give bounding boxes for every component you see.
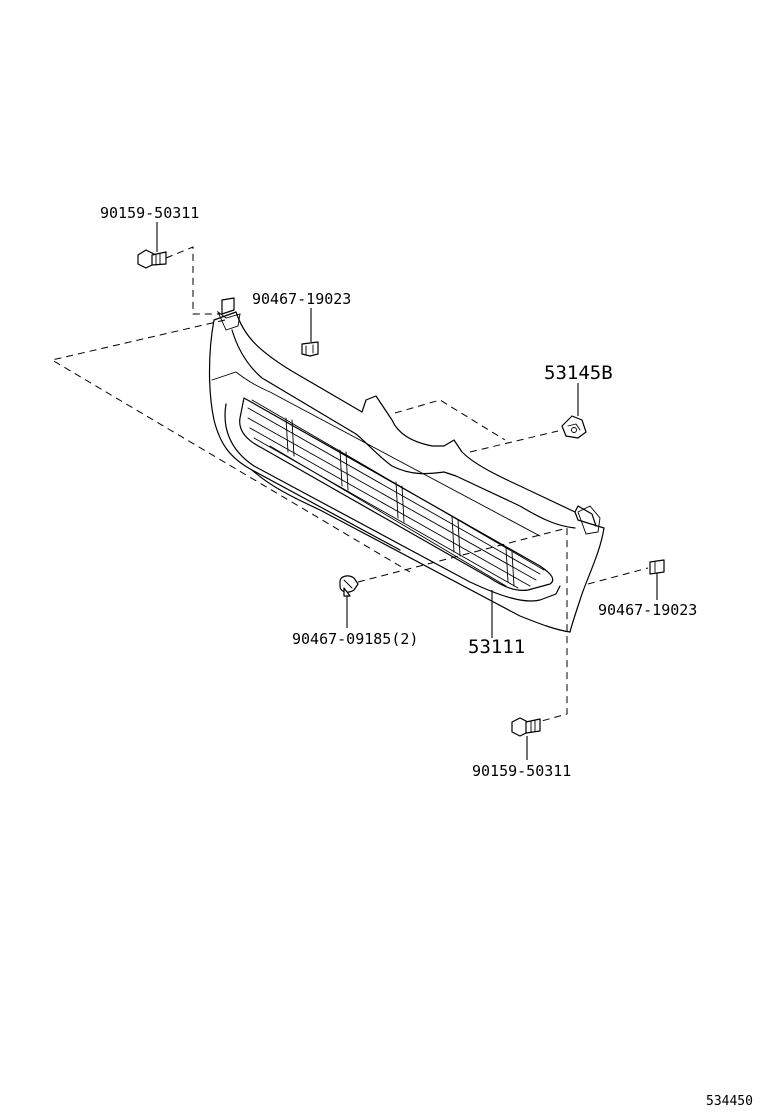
clip-right-icon <box>649 559 665 575</box>
clip-left-icon <box>301 341 319 357</box>
label-clip-right: 90467-19023 <box>598 601 697 619</box>
radiator-grille <box>208 297 605 633</box>
label-clip-left: 90467-19023 <box>252 290 351 308</box>
bolt-top-icon <box>137 249 167 269</box>
label-grille: 53111 <box>468 636 525 658</box>
label-bolt-bottom: 90159-50311 <box>472 762 571 780</box>
clip-lower-icon <box>339 575 359 597</box>
diagram-code: 534450 <box>706 1094 753 1109</box>
label-bracket: 53145B <box>544 362 613 384</box>
bolt-bottom-icon <box>511 717 541 737</box>
leader-lines <box>156 222 658 760</box>
installation-lines <box>50 246 649 723</box>
bracket-icon <box>561 415 587 439</box>
label-clip-lower: 90467-09185(2) <box>292 630 418 648</box>
label-bolt-top: 90159-50311 <box>100 204 199 222</box>
